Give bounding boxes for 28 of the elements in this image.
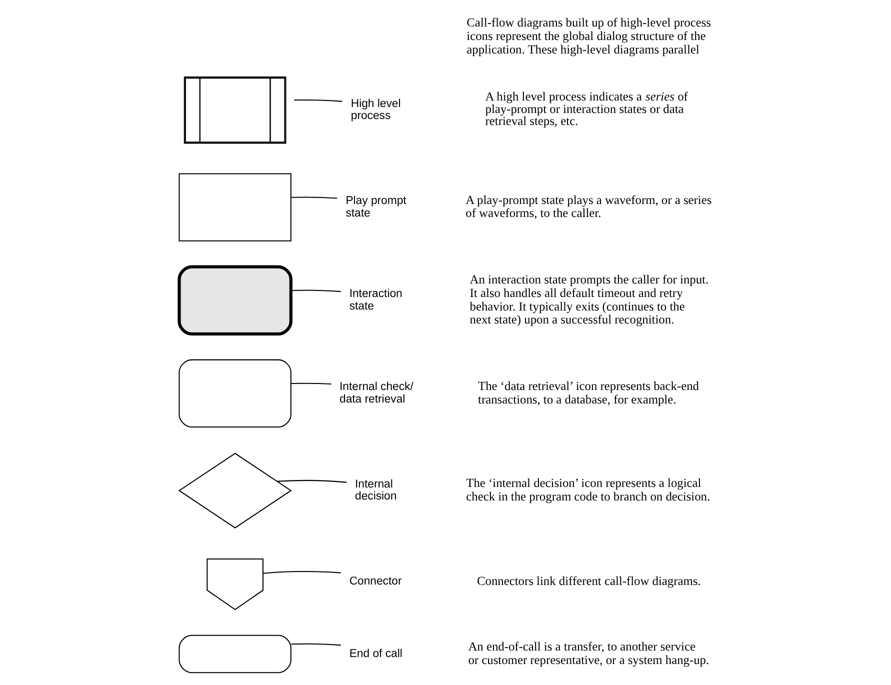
label: Call-flow diagrams built up of high-level process icons represent the global dialog structure of the application. These high-level diagrams parallel <box>466 15 711 56</box>
node-pentagon <box>206 558 263 610</box>
node-text: Internal check/ data retrieval <box>339 381 413 406</box>
node-text: Play prompt state <box>345 195 406 220</box>
label: A play-prompt state plays a waveform, or a series of waveforms, to the caller. <box>465 192 712 220</box>
node-box <box>178 359 291 428</box>
node-box <box>178 173 291 242</box>
label: An end-of-call is a transfer, to another service or customer representative, or a system hang-up. <box>468 639 709 667</box>
node-text: End of call <box>348 648 402 660</box>
connector <box>290 643 340 646</box>
connector <box>294 100 342 102</box>
connector <box>290 196 337 199</box>
connector <box>290 382 331 385</box>
node-box <box>177 265 292 336</box>
node-text: Connector <box>348 576 402 588</box>
connector <box>290 290 340 292</box>
node-diamond <box>178 452 292 528</box>
label: The ‘internal decision’ icon represents a logical check in the program code to branch on decision. <box>466 476 710 504</box>
node-text: Internal decision <box>354 478 396 503</box>
node-text: High level process <box>350 98 400 122</box>
connector <box>276 480 346 483</box>
node-text: Interaction state <box>348 288 402 312</box>
node-oval <box>178 634 291 674</box>
connector <box>262 571 340 574</box>
label: A high level process indicates a series of play-prompt or interaction states or data retrieval steps, etc. <box>484 89 688 128</box>
label: Connectors link different call-flow diagrams. <box>476 574 700 588</box>
label: An interaction state prompts the caller for input. It also handles all default timeout and retry behavior. It typically exits (continues to the next state) upon a successful recognition. <box>469 272 708 327</box>
label: The ‘data retrieval’ icon represents back-end transactions, to a database, for example. <box>478 378 699 406</box>
